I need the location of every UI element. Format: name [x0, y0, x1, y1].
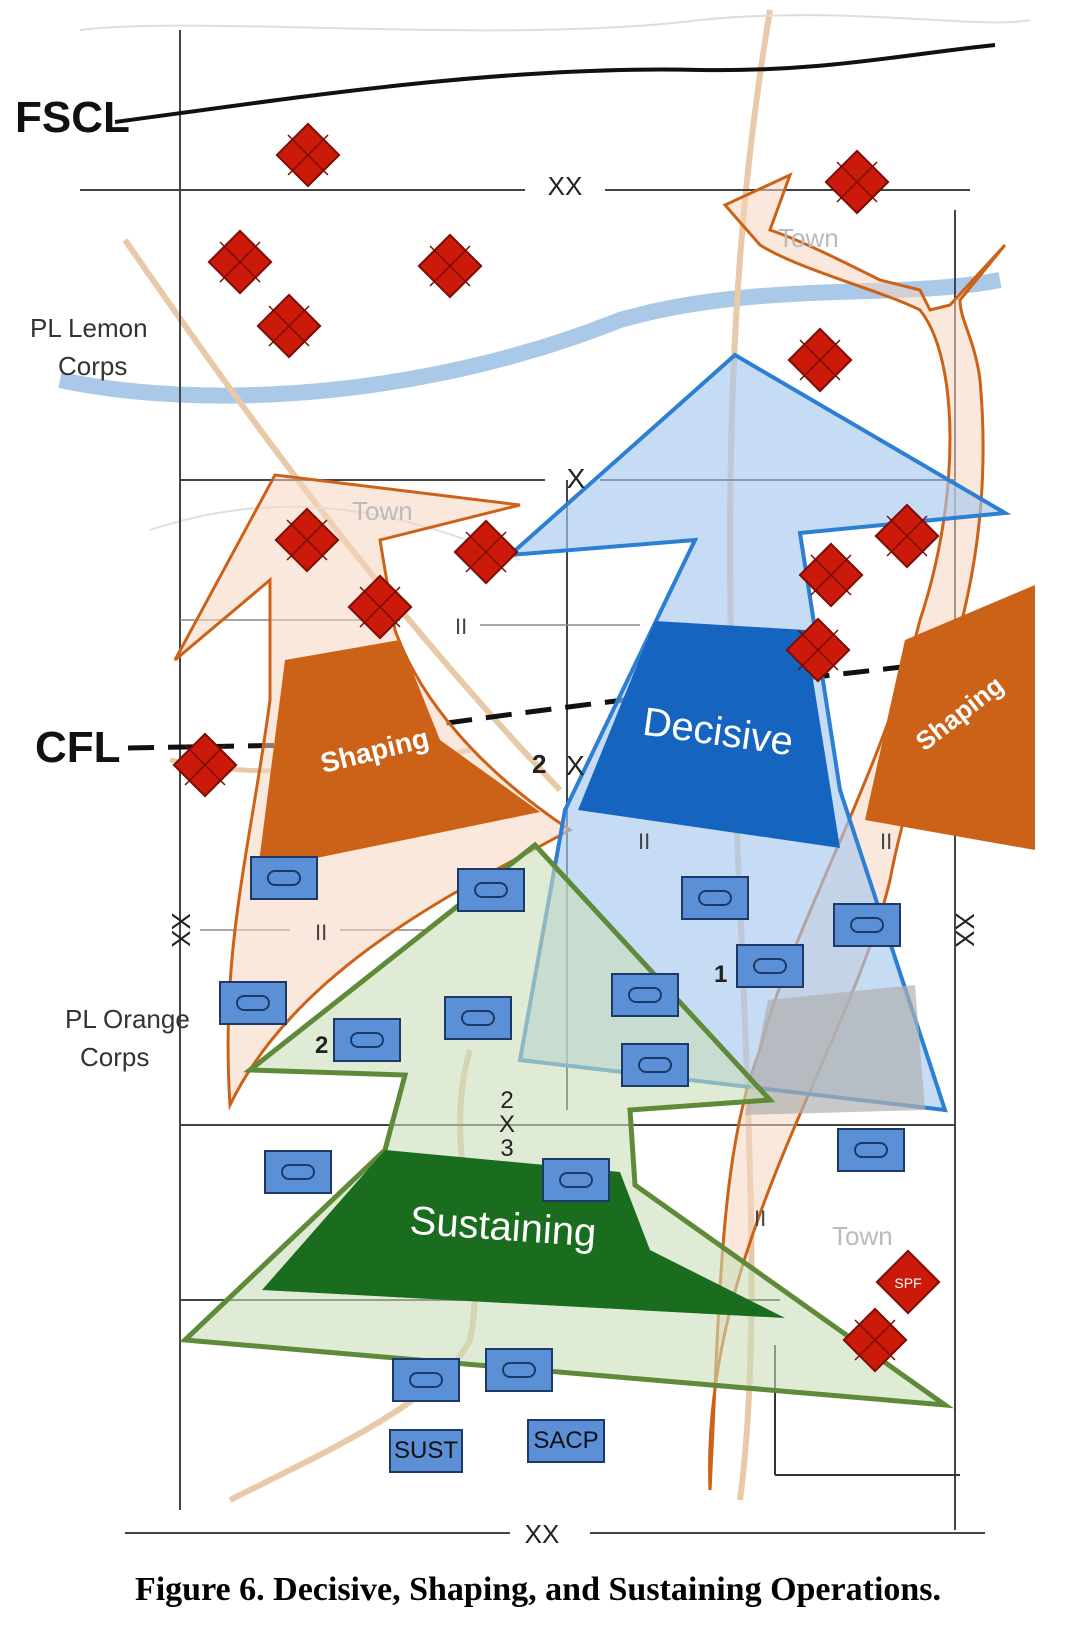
friendly-unit-marker	[837, 1128, 905, 1172]
shaping-arrow-left	[173, 473, 573, 1111]
boundary-battalion-label: II	[880, 829, 892, 854]
friendly-unit-marker	[833, 903, 901, 947]
sacp-label: SACP	[533, 1427, 598, 1454]
figure-caption: Figure 6. Decisive, Shaping, and Sustain…	[135, 1571, 941, 1608]
boundary-brigade-label: X	[566, 750, 585, 781]
boundary-battalion-label: II	[754, 1206, 766, 1231]
friendly-unit-marker	[392, 1358, 460, 1402]
friendly-unit-marker	[542, 1158, 610, 1202]
spf-enemy-marker	[875, 1249, 941, 1315]
pl-lemon-label: PL Lemon	[30, 313, 148, 343]
sacp-box	[527, 1419, 605, 1463]
friendly-unit-marker	[485, 1348, 553, 1392]
fscl-line	[114, 43, 996, 124]
cfl-label: CFL	[35, 723, 121, 772]
friendly-unit-marker	[621, 1043, 689, 1087]
boundary-division-label: XX	[166, 913, 196, 948]
numeral-label: 2	[532, 749, 546, 779]
friendly-unit-marker	[264, 1150, 332, 1194]
brigade-symbol-label: X	[499, 1111, 515, 1138]
friendly-unit-marker	[611, 973, 679, 1017]
boundary-battalion-label: II	[638, 829, 650, 854]
pl-orange-unit-label: Corps	[80, 1042, 149, 1072]
boundary-division-label: XX	[548, 171, 583, 201]
boundary-division-label: XX	[950, 913, 980, 948]
friendly-unit-marker	[444, 996, 512, 1040]
town-label: Town	[832, 1221, 893, 1251]
brigade-number-label: 3	[500, 1135, 513, 1162]
friendly-unit-marker	[333, 1018, 401, 1062]
sust-box	[389, 1429, 463, 1473]
boundary-battalion-label: II	[455, 614, 467, 639]
town-label: Town	[352, 496, 413, 526]
fscl-label: FSCL	[15, 93, 130, 142]
friendly-unit-marker	[736, 944, 804, 988]
enemy-units	[172, 122, 941, 1373]
sust-label: SUST	[394, 1437, 458, 1464]
boundary-division-label: XX	[525, 1519, 560, 1549]
friendly-unit-marker	[681, 876, 749, 920]
friendly-unit-marker	[219, 981, 287, 1025]
friendly-unit-marker	[457, 868, 525, 912]
map-labels: FSCL CFL PL Lemon Corps PL Orange Corps …	[15, 93, 980, 1549]
numeral-label: 2	[315, 1032, 328, 1059]
brigade-number-label: 2	[500, 1087, 513, 1114]
pl-orange-label: PL Orange	[65, 1004, 190, 1034]
town-label: Town	[778, 223, 839, 253]
pl-lemon-unit-label: Corps	[58, 351, 127, 381]
sustainment-labels: SUST SACP SPF	[389, 1275, 922, 1473]
numeral-label: 1	[714, 961, 727, 988]
boundary-brigade-label: X	[567, 463, 586, 494]
sustaining-arrow	[179, 841, 954, 1409]
boundary-battalion-label: II	[315, 920, 327, 945]
spf-label: SPF	[894, 1275, 921, 1291]
friendly-unit-marker	[250, 856, 318, 900]
